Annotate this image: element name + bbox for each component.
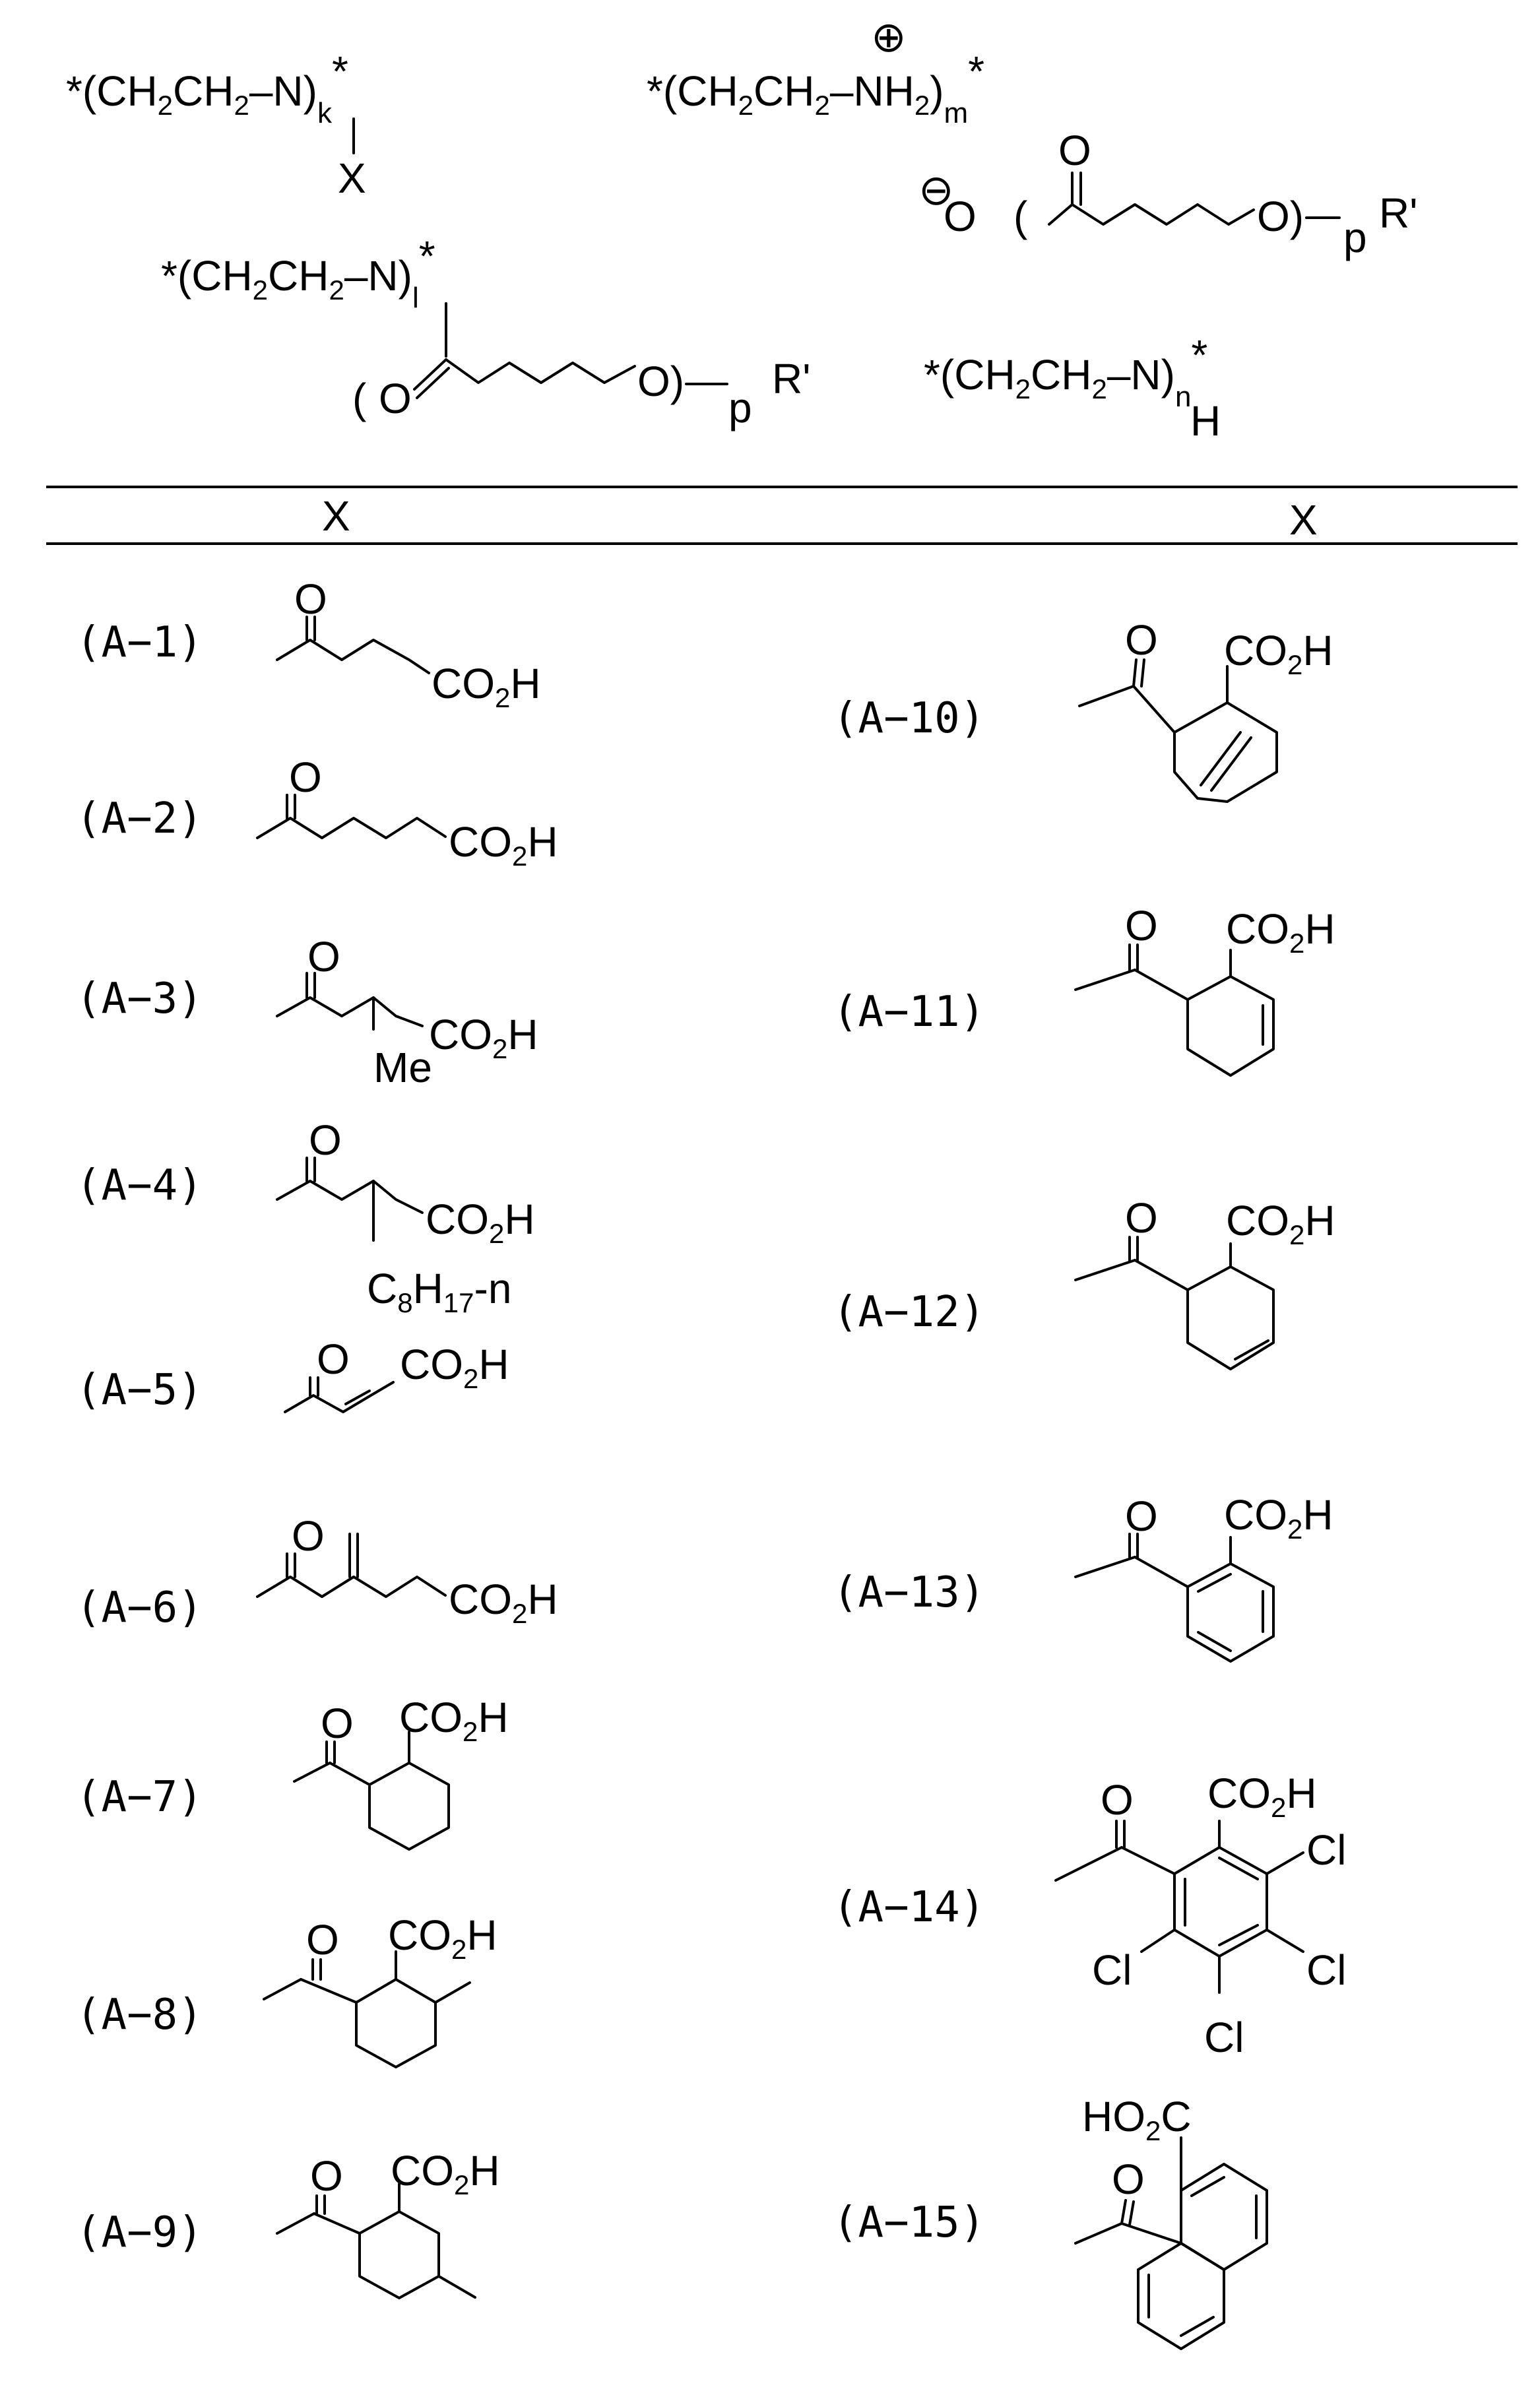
svg-text:CO2H: CO2H bbox=[449, 818, 558, 872]
label-A-12: (A−12) bbox=[833, 1288, 985, 1337]
label-A-8: (A−8) bbox=[76, 1991, 203, 2039]
svg-text:CO2H: CO2H bbox=[1207, 1770, 1317, 1823]
svg-text:Cl: Cl bbox=[1306, 1826, 1346, 1874]
svg-text:Cl: Cl bbox=[1204, 2014, 1244, 2061]
formula-m-unit: ⊕ *(CH2CH2–NH2)m* bbox=[647, 13, 984, 129]
structure-A-2: O CO2H bbox=[257, 753, 558, 872]
label-A-3: (A−3) bbox=[76, 974, 203, 1023]
svg-text:Me: Me bbox=[373, 1044, 432, 1091]
svg-text:CO2H: CO2H bbox=[426, 1196, 535, 1249]
structure-A-10: O CO2H bbox=[1079, 616, 1333, 802]
structure-A-13: O CO2H bbox=[1075, 1491, 1333, 1661]
svg-text:O: O bbox=[310, 2152, 343, 2200]
label-A-6: (A−6) bbox=[76, 1583, 203, 1632]
svg-text:*(CH2CH2–NH2)m*: *(CH2CH2–NH2)m* bbox=[647, 48, 984, 129]
structure-A-12: O CO2H bbox=[1075, 1194, 1335, 1369]
svg-text:CO2H: CO2H bbox=[1226, 1197, 1335, 1250]
svg-text:⊕: ⊕ bbox=[871, 13, 907, 61]
svg-text:O: O bbox=[1125, 902, 1158, 949]
svg-text:O: O bbox=[317, 1335, 350, 1383]
svg-text:R': R' bbox=[1379, 189, 1417, 237]
svg-text:*(CH2CH2–N)n*: *(CH2CH2–N)n* bbox=[924, 331, 1207, 413]
svg-text:CO2H: CO2H bbox=[1224, 1491, 1333, 1545]
svg-text:CO2H: CO2H bbox=[429, 1011, 538, 1064]
svg-text:R': R' bbox=[772, 355, 810, 402]
svg-text:O: O bbox=[289, 753, 322, 801]
svg-text:O: O bbox=[292, 1512, 325, 1560]
label-A-1: (A−1) bbox=[76, 618, 203, 667]
svg-text:O: O bbox=[1125, 1492, 1158, 1540]
svg-text:O: O bbox=[307, 933, 340, 980]
structure-A-4: O CO2H C8H17-n bbox=[277, 1116, 535, 1318]
formula-n-unit: *(CH2CH2–N)n* H bbox=[924, 331, 1221, 445]
svg-text:O: O bbox=[944, 193, 977, 240]
column-header-right: X bbox=[1289, 496, 1318, 544]
column-header-left: X bbox=[322, 492, 350, 540]
formula-k-unit: *(CH2CH2–N)k* X bbox=[66, 48, 366, 202]
label-A-9: (A−9) bbox=[76, 2208, 203, 2257]
svg-text:CO2H: CO2H bbox=[391, 2147, 500, 2200]
svg-text:O: O bbox=[379, 375, 412, 422]
structure-A-9: O CO2H bbox=[277, 2147, 500, 2298]
label-A-13: (A−13) bbox=[833, 1568, 985, 1617]
formula-carboxylate-unit: ⊖ O ( O O) p R' bbox=[918, 127, 1417, 261]
svg-text:O): O) bbox=[637, 358, 684, 405]
svg-text:p: p bbox=[1343, 214, 1367, 261]
label-A-15: (A−15) bbox=[833, 2198, 985, 2247]
structure-A-6: O CO2H bbox=[257, 1512, 558, 1629]
label-A-7: (A−7) bbox=[76, 1773, 203, 1822]
svg-text:O): O) bbox=[1257, 193, 1304, 240]
svg-text:H: H bbox=[1190, 397, 1221, 445]
svg-text:CO2H: CO2H bbox=[449, 1576, 558, 1629]
svg-text:CO2H: CO2H bbox=[432, 660, 541, 713]
structure-A-7: O CO2H bbox=[294, 1694, 509, 1849]
svg-text:C8H17-n: C8H17-n bbox=[367, 1265, 511, 1318]
structure-A-1: O CO2H bbox=[277, 575, 541, 713]
structure-A-15: HO2C O bbox=[1075, 2093, 1267, 2349]
svg-text:CO2H: CO2H bbox=[388, 1911, 497, 1965]
svg-text:Cl: Cl bbox=[1306, 1946, 1346, 1994]
label-A-11: (A−11) bbox=[833, 988, 985, 1037]
label-A-2: (A−2) bbox=[76, 794, 203, 843]
svg-text:O: O bbox=[309, 1116, 342, 1164]
svg-text:CO2H: CO2H bbox=[1224, 627, 1333, 680]
svg-text:Cl: Cl bbox=[1092, 1946, 1132, 1994]
label-A-14: (A−14) bbox=[833, 1883, 985, 1932]
svg-text:O: O bbox=[1101, 1776, 1134, 1824]
svg-text:O: O bbox=[1125, 616, 1158, 664]
svg-text:*(CH2CH2–N)k*: *(CH2CH2–N)k* bbox=[66, 48, 348, 129]
svg-text:HO2C: HO2C bbox=[1082, 2093, 1192, 2146]
svg-text:*(CH2CH2–N)l*: *(CH2CH2–N)l* bbox=[161, 232, 435, 314]
svg-text:(: ( bbox=[1013, 193, 1027, 240]
structure-A-3: O CO2H Me bbox=[277, 933, 538, 1091]
structure-A-11: O CO2H bbox=[1075, 902, 1335, 1075]
label-A-4: (A−4) bbox=[76, 1161, 203, 1210]
structure-A-8: O CO2H bbox=[264, 1911, 497, 2067]
label-A-5: (A−5) bbox=[76, 1366, 203, 1415]
svg-text:CO2H: CO2H bbox=[1226, 905, 1335, 959]
svg-text:O: O bbox=[294, 575, 327, 623]
svg-text:O: O bbox=[306, 1916, 339, 1964]
substituent-x: X bbox=[338, 154, 366, 202]
svg-text:CO2H: CO2H bbox=[399, 1694, 509, 1747]
formula-l-unit: *(CH2CH2–N)l* ( O O) p R' bbox=[161, 232, 810, 431]
svg-text:O: O bbox=[321, 1700, 354, 1747]
svg-text:O: O bbox=[1112, 2156, 1145, 2203]
structure-A-5: O CO2H bbox=[285, 1335, 509, 1412]
svg-text:p: p bbox=[728, 384, 752, 431]
structure-A-14: O CO2H Cl Cl Cl Cl bbox=[1056, 1770, 1346, 2061]
svg-text:O: O bbox=[1125, 1194, 1158, 1242]
svg-text:(: ( bbox=[352, 375, 366, 422]
label-A-10: (A−10) bbox=[833, 694, 985, 743]
svg-text:CO2H: CO2H bbox=[400, 1341, 509, 1394]
svg-text:O: O bbox=[1058, 127, 1091, 174]
